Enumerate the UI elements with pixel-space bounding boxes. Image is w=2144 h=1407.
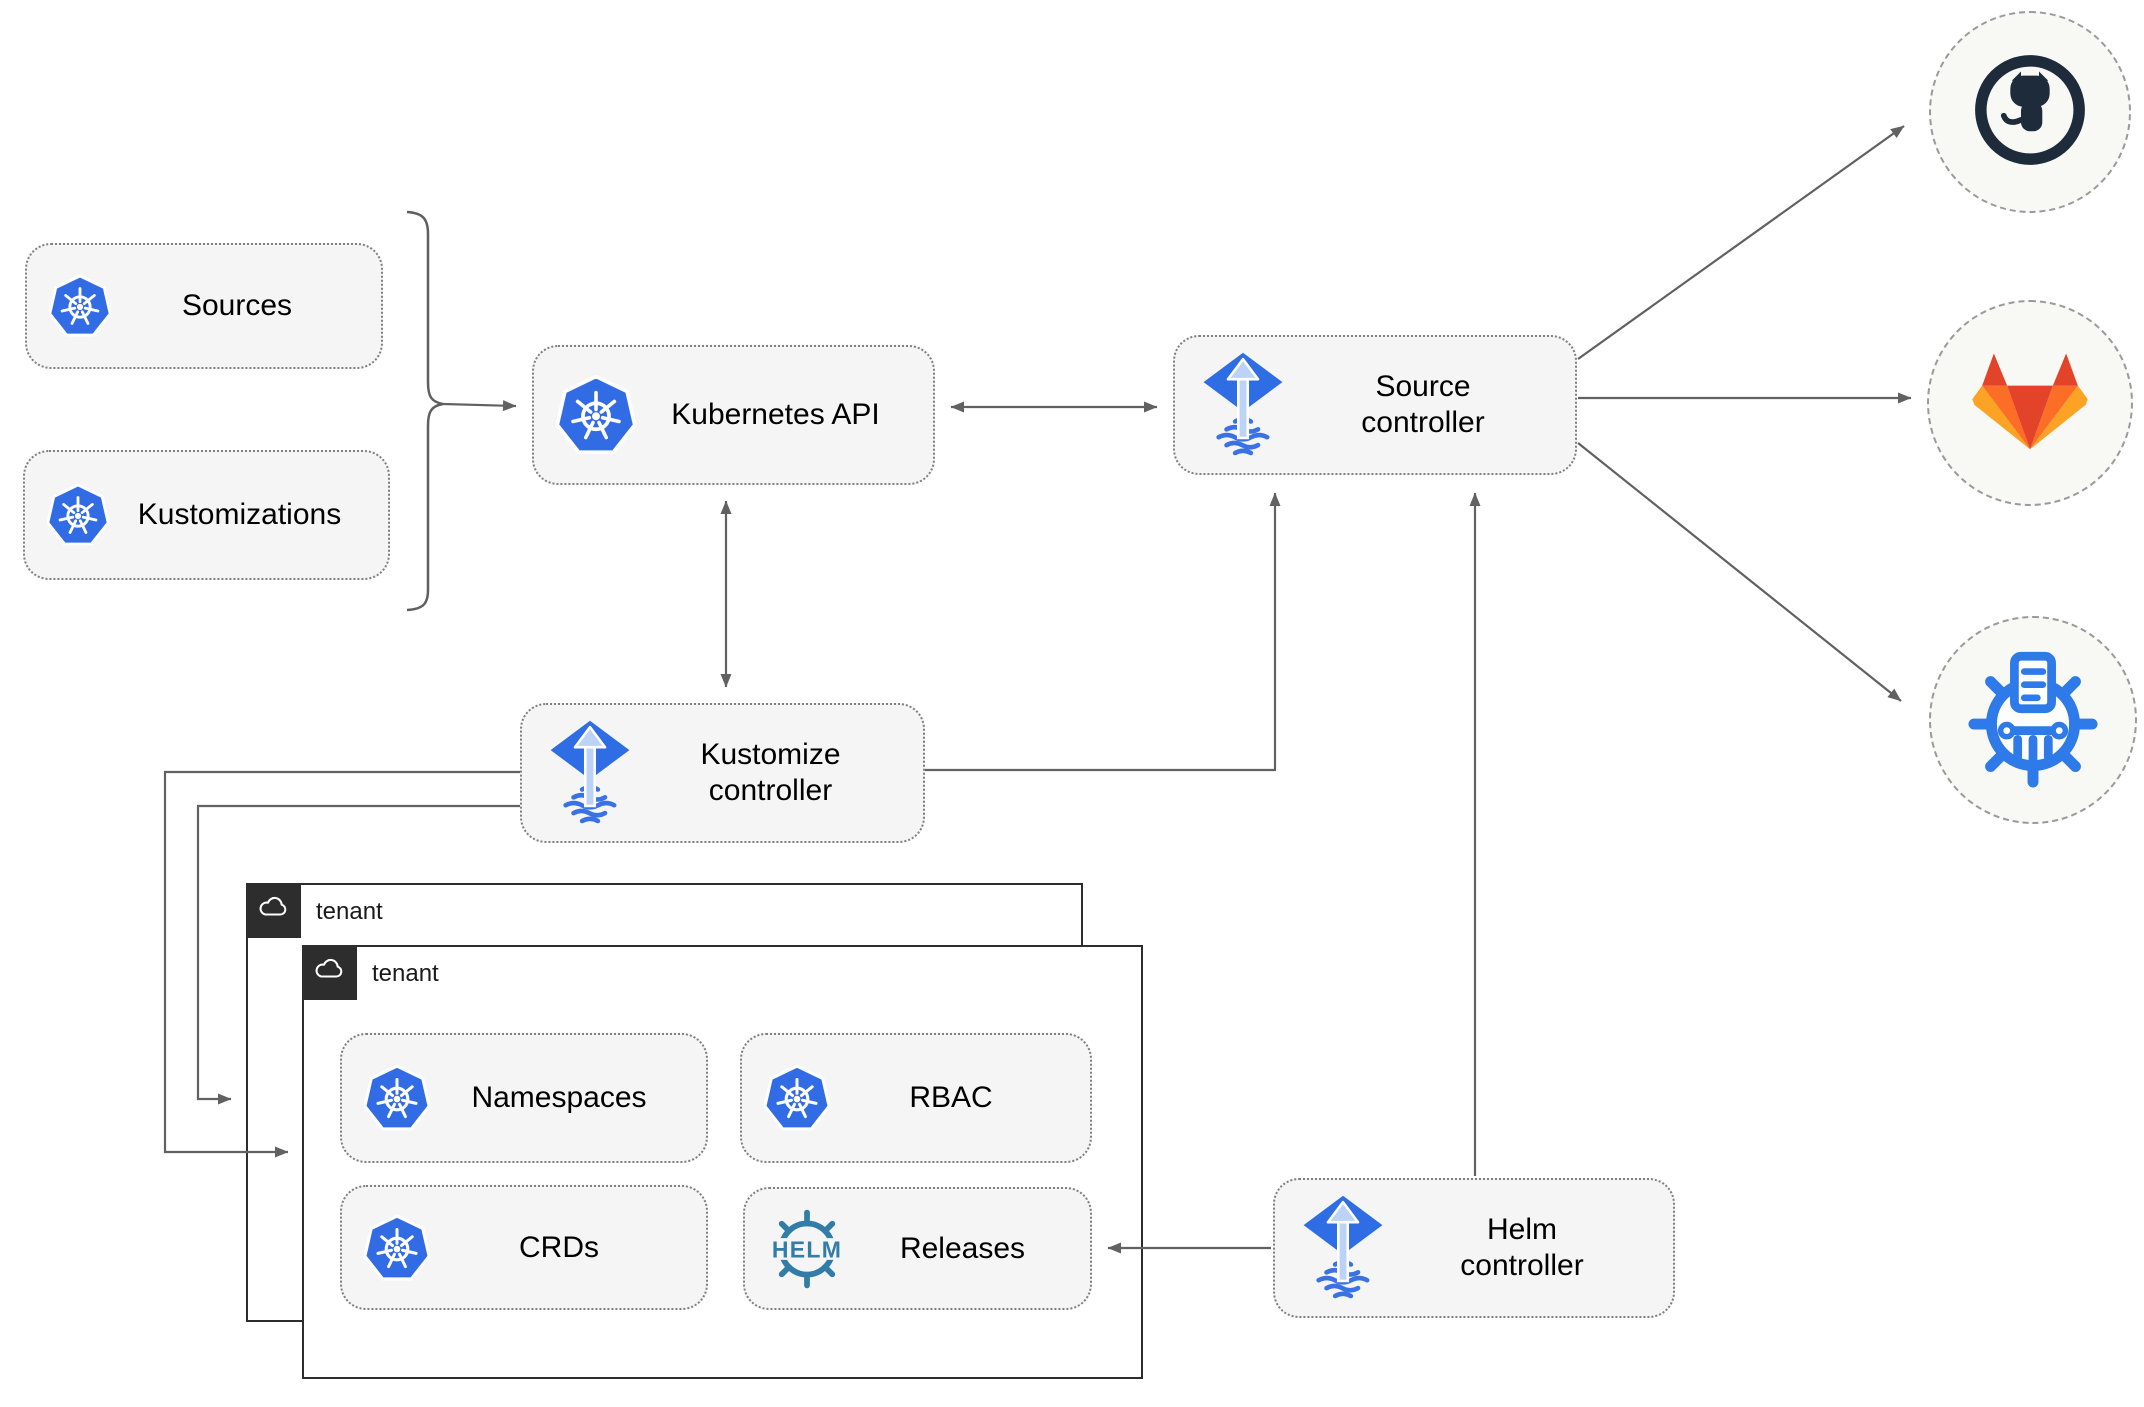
kubernetes-icon [364, 1064, 430, 1132]
node-sources: Sources [25, 243, 383, 369]
node-label: Kustomizations [137, 498, 342, 531]
node-label: RBAC [909, 1081, 993, 1114]
tenant-tab [301, 944, 357, 1000]
flux-icon [1297, 1195, 1389, 1301]
node-label: Sources [181, 289, 293, 322]
external-github [1929, 11, 2131, 213]
node-releases: HELM Releases [743, 1187, 1092, 1310]
node-helm-controller: Helm controller [1273, 1178, 1675, 1318]
edge-brace-sources-kustomizations [406, 210, 444, 612]
kubernetes-icon [764, 1064, 830, 1132]
edge-source-to-github [1577, 125, 1905, 360]
kubernetes-icon [49, 274, 111, 338]
helm-chart-repository-icon [1963, 643, 2103, 797]
cloud-icon [312, 958, 346, 987]
github-icon [1971, 51, 2089, 174]
node-kustomizations: Kustomizations [23, 450, 390, 580]
node-kubernetes-api: Kubernetes API [532, 345, 935, 485]
node-crds: CRDs [340, 1185, 708, 1310]
node-label: Kustomize controller [700, 738, 841, 807]
node-namespaces: Namespaces [340, 1033, 708, 1163]
cloud-icon [256, 896, 290, 925]
flux-icon [1197, 352, 1289, 458]
external-helm-chart-repository [1929, 616, 2137, 824]
tenant-label: tenant [316, 897, 383, 925]
node-rbac: RBAC [740, 1033, 1092, 1163]
tenant-label: tenant [372, 959, 439, 987]
gitlab-icon [1968, 348, 2092, 458]
node-label: CRDs [519, 1230, 599, 1264]
external-gitlab [1927, 300, 2133, 506]
edge-kustomize-to-source-controller [925, 492, 1281, 772]
kubernetes-icon [556, 374, 636, 456]
node-label: Releases [899, 1231, 1026, 1265]
flux-icon [544, 720, 636, 826]
kubernetes-icon [47, 483, 109, 547]
tenant-tab [245, 882, 301, 938]
node-source-controller: Source controller [1173, 335, 1577, 475]
node-label: Kubernetes API [671, 398, 880, 431]
helm-wordmark: HELM [772, 1236, 842, 1262]
edge-source-to-helm-repository [1577, 442, 1902, 702]
kubernetes-icon [364, 1214, 430, 1282]
node-kustomize-controller: Kustomize controller [520, 703, 925, 843]
node-label: Helm controller [1460, 1213, 1584, 1282]
node-label: Namespaces [471, 1081, 647, 1114]
edge-brace-to-kubernetes-api [442, 400, 517, 412]
node-label: Source controller [1361, 370, 1485, 439]
helm-icon: HELM [761, 1208, 853, 1290]
